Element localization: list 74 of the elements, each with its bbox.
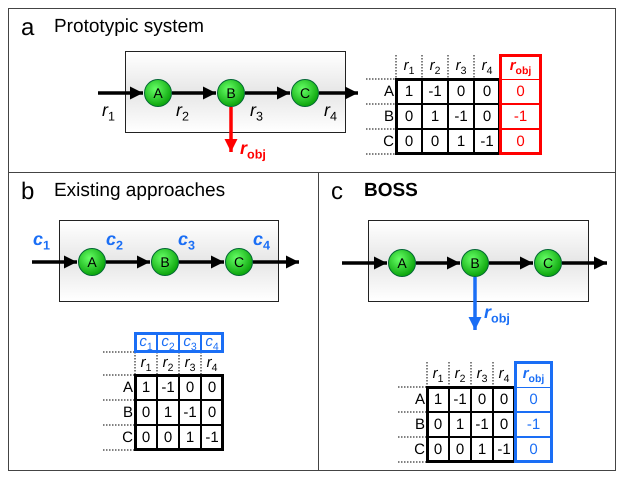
arrow (562, 256, 607, 270)
edge-label: c$_{1}$ (33, 229, 50, 253)
matrix-cell: 1 (157, 400, 179, 425)
metabolite-node: C (291, 79, 319, 107)
row-header: A (382, 82, 395, 102)
row-header: C (413, 440, 426, 460)
row-header: A (414, 390, 426, 410)
matrix-cell: -1 (179, 400, 201, 425)
column-header: r$_{4}$ (206, 352, 218, 375)
system-box (368, 220, 589, 302)
arrow (224, 107, 238, 152)
column-header: r$_{2}$ (428, 56, 442, 79)
edge-label: r$_{obj}$ (484, 302, 510, 326)
metabolite-node: B (151, 248, 179, 276)
arrow (172, 86, 216, 100)
column-header: r$_{3}$ (476, 364, 488, 386)
arrow (179, 256, 224, 268)
column-header: r$_{1}$ (140, 352, 152, 375)
row-header: C (121, 428, 134, 448)
edge-label: r$_{2}$ (176, 100, 190, 124)
column-header: r$_{3}$ (454, 56, 468, 79)
arrow (32, 256, 77, 268)
row-header: B (122, 403, 134, 423)
metabolite-node: C (225, 248, 253, 276)
panel (8, 8, 616, 173)
metabolite-node: A (78, 248, 106, 276)
edge-label: r$_{obj}$ (240, 138, 266, 162)
metabolite-node: A (388, 249, 416, 277)
matrix-cell: 1 (449, 412, 471, 437)
row-header: B (382, 107, 395, 127)
edge-label: c$_{3}$ (178, 229, 196, 253)
arrow (489, 256, 533, 270)
metabolite-node: B (461, 249, 489, 277)
column-header: r$_{2}$ (454, 364, 466, 386)
edge-label: c$_{4}$ (253, 229, 270, 253)
column-header: r$_{2}$ (162, 352, 174, 375)
system-box (59, 220, 279, 302)
arrow (319, 86, 358, 100)
metabolite-node: C (534, 249, 562, 277)
arrow (468, 277, 482, 330)
arrow (106, 256, 150, 268)
edge-label: r$_{4}$ (324, 100, 338, 124)
matrix-cell: -1 (448, 104, 474, 129)
panel-title: BOSS (364, 180, 418, 202)
column-header: r$_{obj}$ (522, 364, 546, 386)
system-box (125, 51, 346, 133)
column-header: r$_{4}$ (498, 364, 510, 386)
matrix-cell: 1 (422, 104, 448, 129)
panel-title: Prototypic system (54, 16, 204, 38)
metabolite-node: B (217, 79, 245, 107)
row-header: B (414, 415, 426, 435)
panel-letter: c (331, 178, 343, 206)
row-header: A (122, 378, 134, 398)
column-header: r$_{obj}$ (508, 56, 532, 79)
panel-title: Existing approaches (54, 180, 226, 202)
edge-label: c$_{2}$ (106, 229, 124, 253)
arrow (342, 256, 387, 270)
arrow (416, 256, 460, 270)
metabolite-node: A (144, 79, 172, 107)
arrow (98, 86, 143, 100)
panel (318, 172, 616, 471)
matrix-cell: -1 (471, 412, 493, 437)
column-header: r$_{1}$ (402, 56, 416, 79)
edge-label: r$_{1}$ (102, 100, 116, 124)
column-header: r$_{1}$ (432, 364, 444, 386)
arrow (253, 256, 299, 268)
panel (8, 172, 319, 471)
edge-label: r$_{3}$ (250, 100, 264, 124)
arrow (245, 86, 290, 100)
column-header: r$_{3}$ (184, 352, 196, 375)
row-header: C (382, 132, 395, 152)
column-header: r$_{4}$ (480, 56, 494, 79)
panel-letter: a (21, 14, 34, 42)
panel-letter: b (21, 178, 34, 206)
